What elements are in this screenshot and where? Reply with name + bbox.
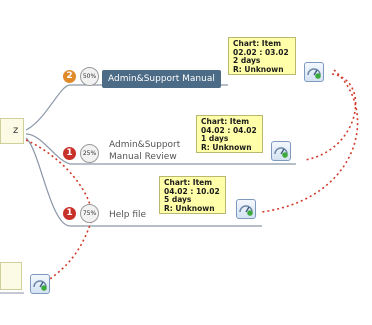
dependency-link: [304, 73, 357, 161]
chart-info-box: Chart: Item 04.02 : 10.02 5 days R: Unkn…: [159, 176, 226, 214]
branch-line: [25, 84, 228, 131]
progress-indicator: 25%: [80, 144, 99, 163]
task-label-line2: Manual Review: [109, 152, 177, 162]
chart-title: Chart: Item: [233, 39, 282, 48]
chart-duration: 5 days: [164, 195, 192, 204]
chart-dates: 04.02 : 10.02: [164, 186, 220, 196]
branch-line: [25, 137, 262, 227]
chart-icon[interactable]: [271, 141, 291, 161]
parent-node-text: z: [13, 125, 19, 136]
priority-badge: 2: [63, 70, 76, 83]
progress-indicator: 50%: [80, 67, 99, 86]
chart-resource: R: Unknown: [233, 64, 284, 74]
progress-indicator: 75%: [80, 204, 99, 223]
chart-duration: 1 days: [201, 134, 229, 143]
task-label-line1: Admin&Support: [109, 140, 181, 150]
chart-title: Chart: Item: [201, 117, 250, 126]
chart-resource: R: Unknown: [201, 142, 252, 152]
parent-node[interactable]: z: [0, 118, 24, 144]
chart-icon[interactable]: [236, 199, 256, 219]
chart-dates: 04.02 : 04.02: [201, 125, 257, 135]
chart-duration: 2 days: [233, 56, 261, 65]
task-label-selected[interactable]: Admin&Support Manual: [102, 70, 221, 88]
priority-badge: 1: [63, 147, 76, 160]
chart-icon[interactable]: [304, 62, 324, 82]
chart-info-box: Chart: Item 02.02 : 03.02 2 days R: Unkn…: [228, 37, 296, 75]
task-label[interactable]: Admin&Support Manual Review: [109, 139, 180, 163]
chart-info-box: Chart: Item 04.02 : 04.02 1 days R: Unkn…: [196, 115, 263, 153]
chart-icon[interactable]: [30, 274, 50, 294]
child-node-partial[interactable]: [0, 262, 22, 290]
priority-badge: 1: [63, 207, 76, 220]
chart-dates: 02.02 : 03.02: [233, 47, 289, 57]
task-label[interactable]: Help file: [109, 210, 147, 220]
branch-line: [25, 133, 296, 165]
chart-resource: R: Unknown: [164, 203, 215, 213]
chart-title: Chart: Item: [164, 178, 213, 187]
